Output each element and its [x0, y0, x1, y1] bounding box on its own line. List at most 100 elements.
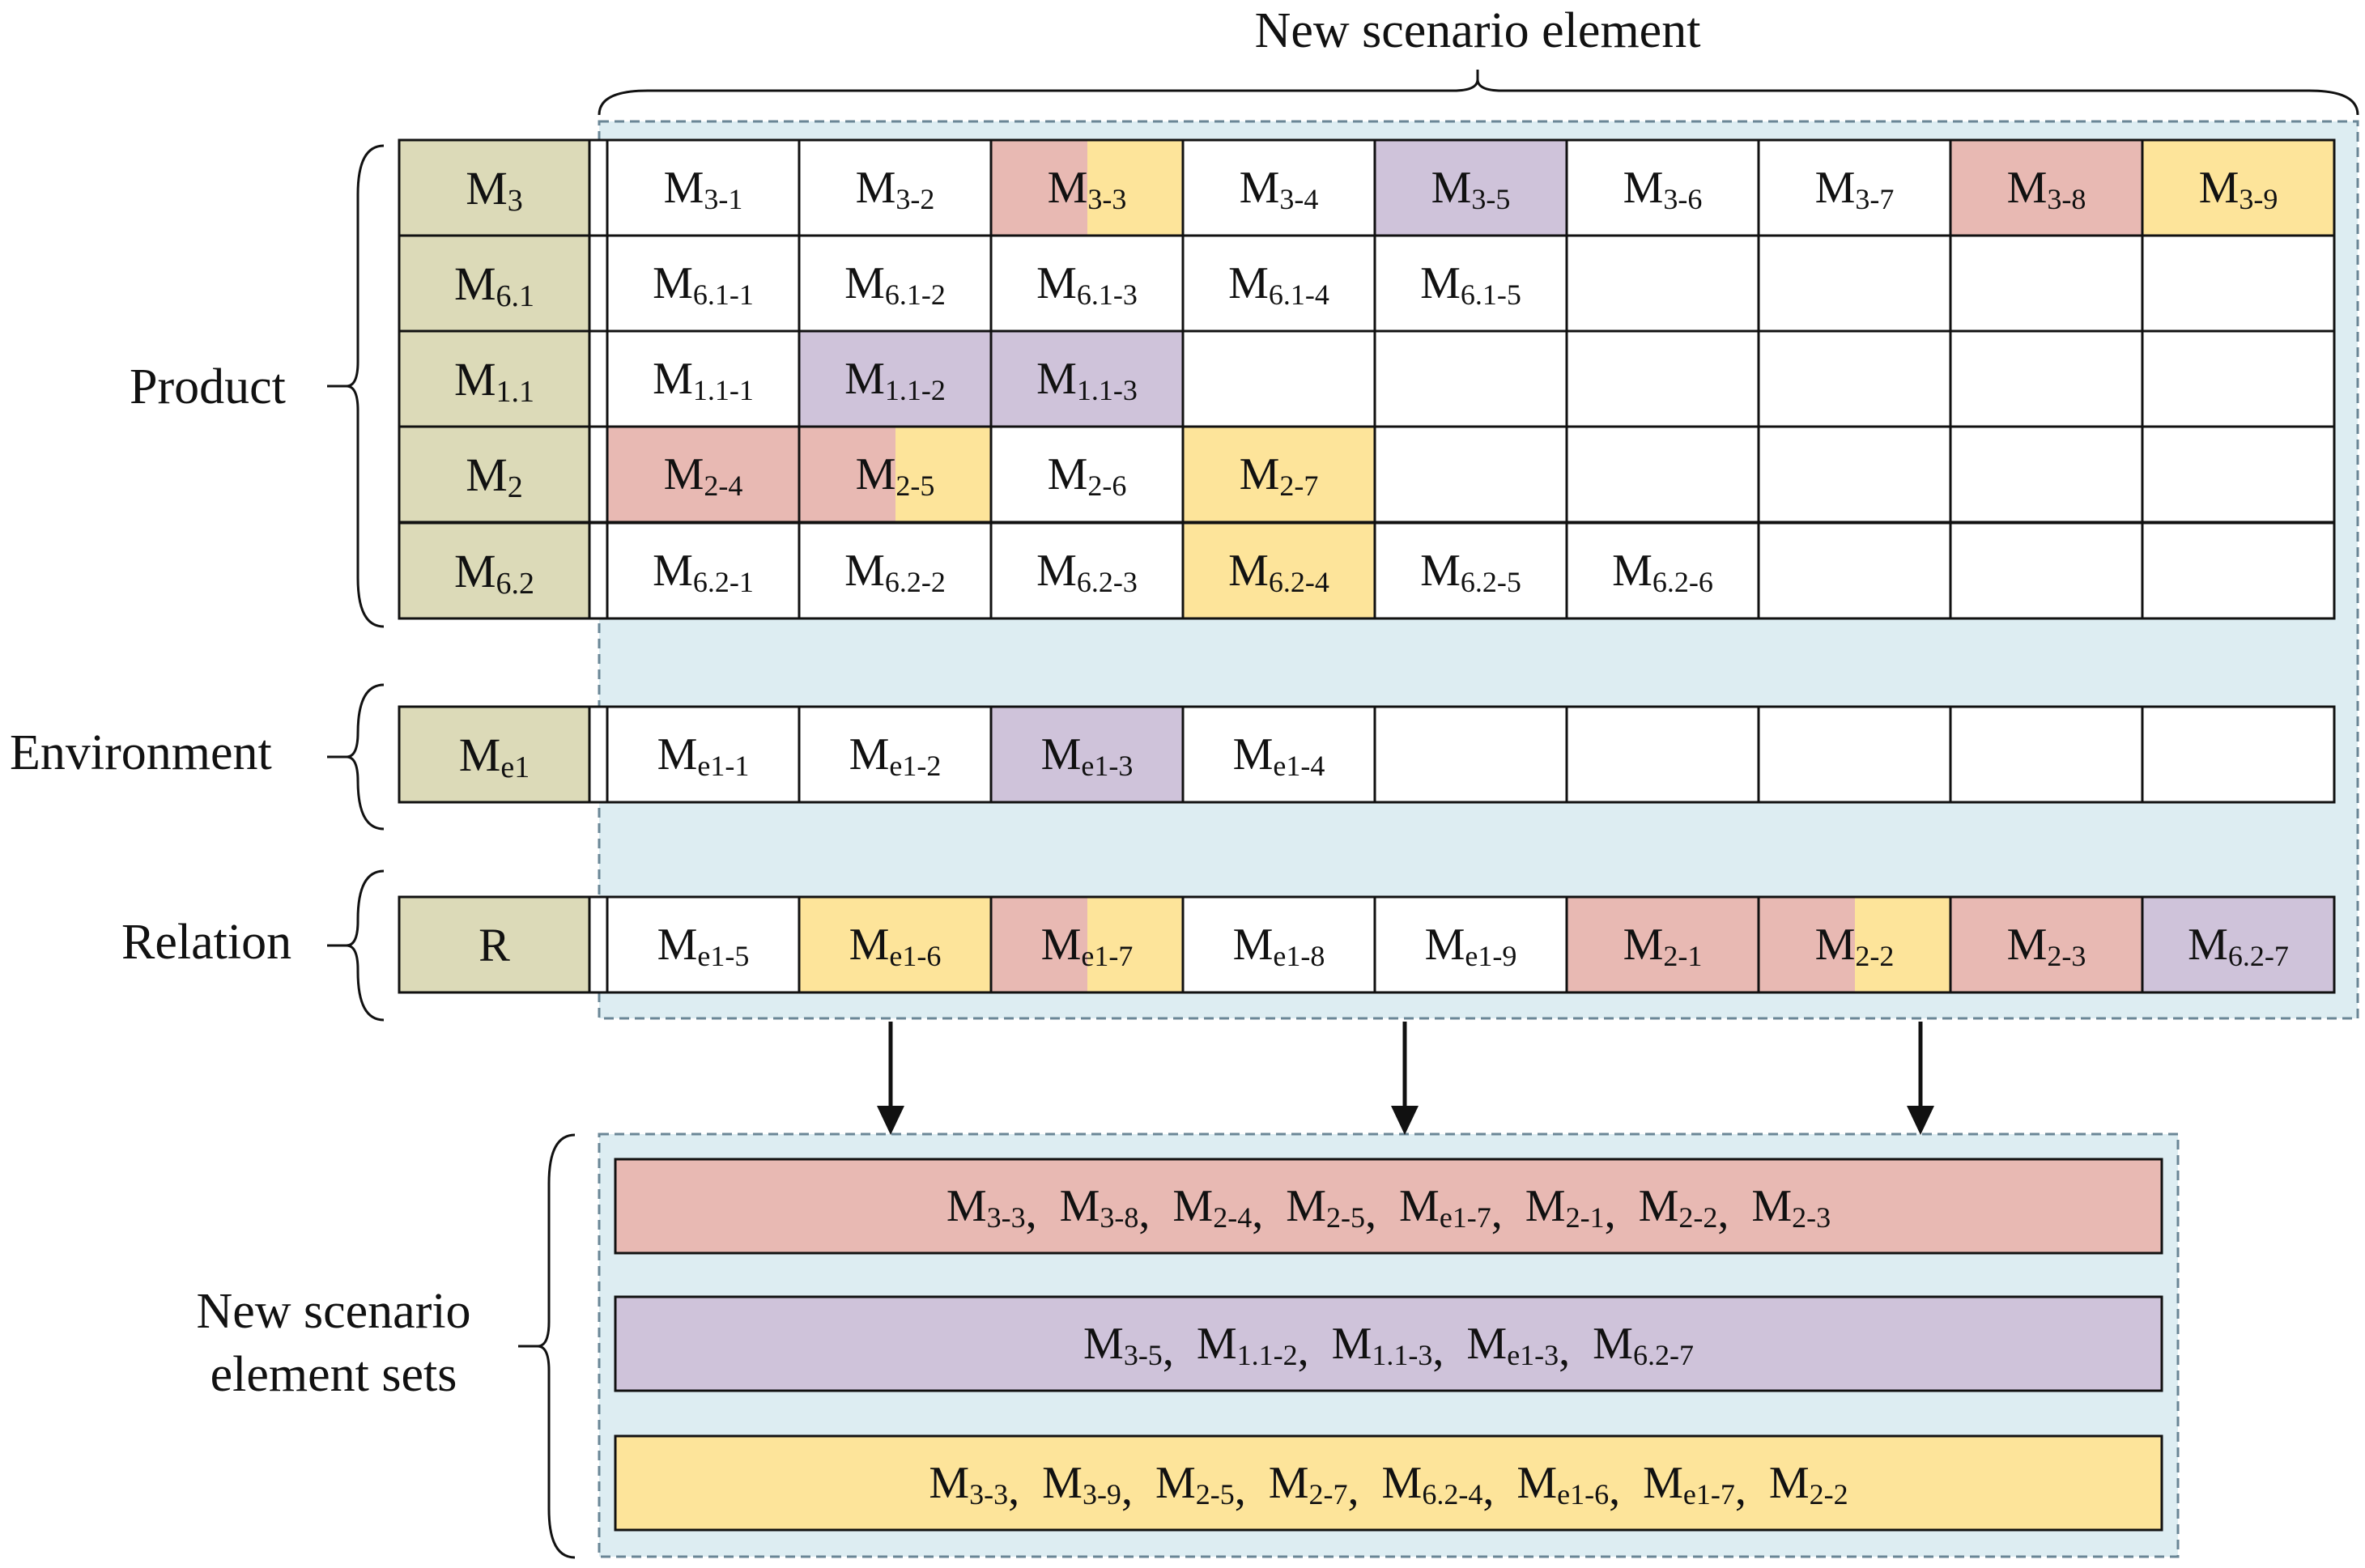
row-label-cell — [398, 521, 591, 620]
cell-fill — [1375, 523, 1567, 618]
group-label-sets-line2: element sets — [211, 1347, 457, 1402]
grid-cell — [1757, 425, 1952, 524]
cell-text: M1.1-1 — [653, 354, 754, 406]
grid-cell: M3-2 — [798, 138, 993, 237]
grid-cell: M1.1-3 — [989, 329, 1185, 428]
cell-fill — [2142, 523, 2334, 618]
relation-brace — [346, 869, 385, 1022]
cell-fill — [991, 427, 1183, 522]
cell-text: M1.1-3 — [1036, 354, 1138, 406]
cell-text: Me1-8 — [1233, 920, 1325, 972]
row-gap-cell — [588, 138, 609, 237]
grid-cell: M3-1 — [606, 138, 801, 237]
grid-cell — [1565, 329, 1760, 428]
element-set-bar: M3-3, M3-9, M2-5, M2-7, M6.2-4, Me1-6, M… — [614, 1434, 2163, 1532]
row-label-text: M6.1 — [454, 257, 534, 313]
set-bar-text: M3-3, M3-9, M2-5, M2-7, M6.2-4, Me1-6, M… — [929, 1458, 1848, 1515]
group-label-relation: Relation — [121, 915, 291, 970]
row-label-text: M6.2 — [454, 545, 534, 601]
cell-fill — [1183, 523, 1375, 618]
cell-text: Me1-2 — [849, 729, 942, 782]
grid-cell — [1949, 425, 2144, 524]
grid-cell: Me1-9 — [1373, 895, 1568, 994]
cell-text: Me1-1 — [657, 729, 750, 782]
cell-text: M2-4 — [664, 449, 743, 502]
grid-cell — [1757, 705, 1952, 804]
cell-fill — [799, 707, 991, 802]
cell-text: M3-1 — [664, 163, 743, 215]
grid-cell — [1757, 521, 1952, 620]
cell-text: M1.1-2 — [844, 354, 946, 406]
cell-fill — [799, 897, 991, 992]
grid-cell: Me1-2 — [798, 705, 993, 804]
grid-cell — [1373, 425, 1568, 524]
grid-cell — [2141, 425, 2336, 524]
cell-fill — [1567, 897, 1759, 992]
grid-cell: M2-1 — [1565, 895, 1760, 994]
cell-fill-right — [1855, 897, 1950, 992]
grid-cell: M3-3 — [989, 138, 1185, 237]
cell-fill — [1950, 140, 2142, 236]
grid-cell: M6.2-5 — [1373, 521, 1568, 620]
cell-fill — [1183, 331, 1375, 427]
cell-text: M3-5 — [1431, 163, 1511, 215]
grid-cell: Me1-7 — [989, 895, 1185, 994]
row-gap-cell — [588, 705, 609, 804]
row-label-cell — [398, 705, 591, 804]
grid-cell — [1565, 234, 1760, 333]
cell-fill — [799, 236, 991, 331]
cell-fill — [1759, 331, 1950, 427]
grid-cell: M6.2-2 — [798, 521, 993, 620]
cell-fill — [1759, 236, 1950, 331]
grid-cell — [1565, 705, 1760, 804]
row-gap-cell — [588, 329, 609, 428]
cell-fill — [799, 140, 991, 236]
grid-cell: Me1-4 — [1181, 705, 1376, 804]
cell-fill — [607, 236, 799, 331]
row-label-cell — [398, 234, 591, 333]
grid-cell: M6.2-3 — [989, 521, 1185, 620]
cell-fill — [1759, 707, 1950, 802]
group-label-sets-line1: New scenario — [196, 1284, 470, 1339]
cell-text: Me1-9 — [1425, 920, 1517, 972]
cell-fill — [1950, 236, 2142, 331]
grid-cell: M2-6 — [989, 425, 1185, 524]
labels-layer: New scenario element Product Environment… — [10, 3, 1700, 1402]
cell-text: M2-2 — [1815, 920, 1895, 972]
product-brace — [346, 144, 385, 628]
set-bar-box — [614, 1434, 2163, 1532]
cell-text: M2-5 — [856, 449, 935, 502]
row-label-text: R — [479, 919, 510, 971]
cell-text: M6.1-2 — [844, 258, 946, 311]
cell-fill — [991, 331, 1183, 427]
set-bar-box — [614, 1158, 2163, 1255]
cell-fill — [1183, 707, 1375, 802]
cell-fill — [1375, 140, 1567, 236]
cell-fill — [1375, 331, 1567, 427]
cell-text: M6.1-1 — [653, 258, 754, 311]
cell-fill — [607, 140, 799, 236]
cell-fill — [607, 331, 799, 427]
grid-cell — [1757, 234, 1952, 333]
grid-cell: M2-7 — [1181, 425, 1376, 524]
row-label-text: M3 — [466, 162, 523, 218]
grid-cell — [1949, 234, 2144, 333]
row-label-cell — [398, 895, 591, 994]
grid-cell: M6.1-3 — [989, 234, 1185, 333]
cell-text: M3-3 — [1048, 163, 1127, 215]
cell-text: M2-6 — [1048, 449, 1127, 502]
cell-border — [2141, 705, 2336, 804]
braces-layer — [327, 70, 2359, 1559]
grid-cell — [1949, 329, 2144, 428]
grid-cell: M2-4 — [606, 425, 801, 524]
cell-fill — [991, 523, 1183, 618]
cell-text: M3-4 — [1240, 163, 1319, 215]
cell-fill — [2142, 236, 2334, 331]
flow-arrow — [877, 1022, 904, 1135]
grid-cell — [1949, 521, 2144, 620]
grid-cell: M2-2 — [1757, 895, 1952, 994]
sets-brace — [537, 1133, 576, 1559]
